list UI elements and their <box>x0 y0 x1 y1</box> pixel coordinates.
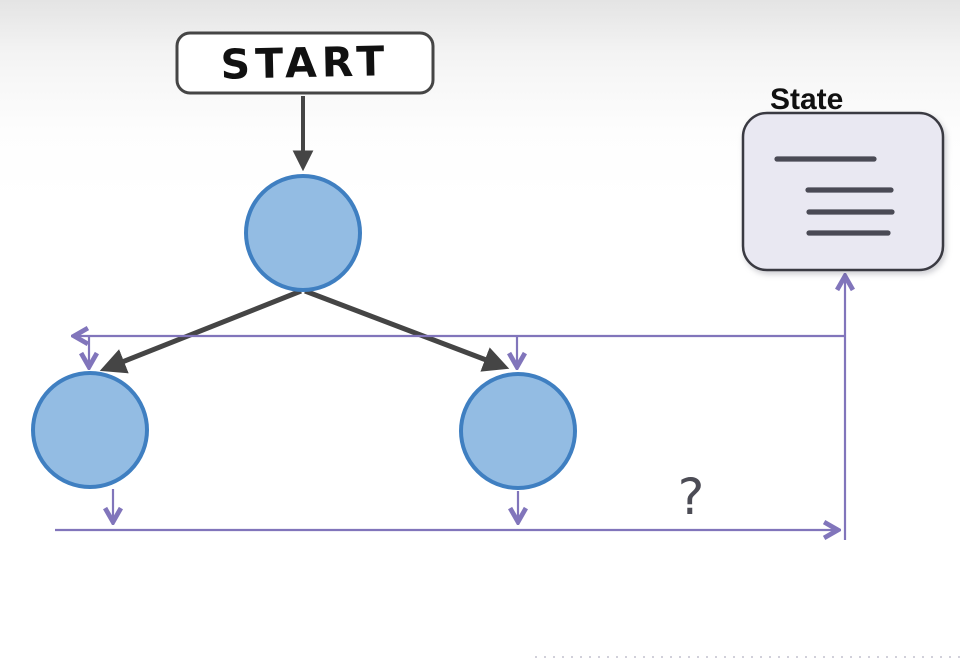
right-child-node <box>459 372 577 490</box>
question-mark-label: ? <box>678 468 705 526</box>
state-title: State <box>770 83 843 116</box>
start-node: START <box>175 31 435 95</box>
edge-root-to-right-child <box>304 288 510 372</box>
left-child-node <box>31 371 149 489</box>
start-label: START <box>220 37 390 89</box>
state-flow-lines <box>55 280 845 612</box>
state-card: State <box>741 83 945 272</box>
state-content-lines-icon <box>774 156 895 236</box>
start-node-box <box>175 31 435 95</box>
edge-root-to-left-child <box>99 288 302 374</box>
root-node <box>244 174 362 292</box>
